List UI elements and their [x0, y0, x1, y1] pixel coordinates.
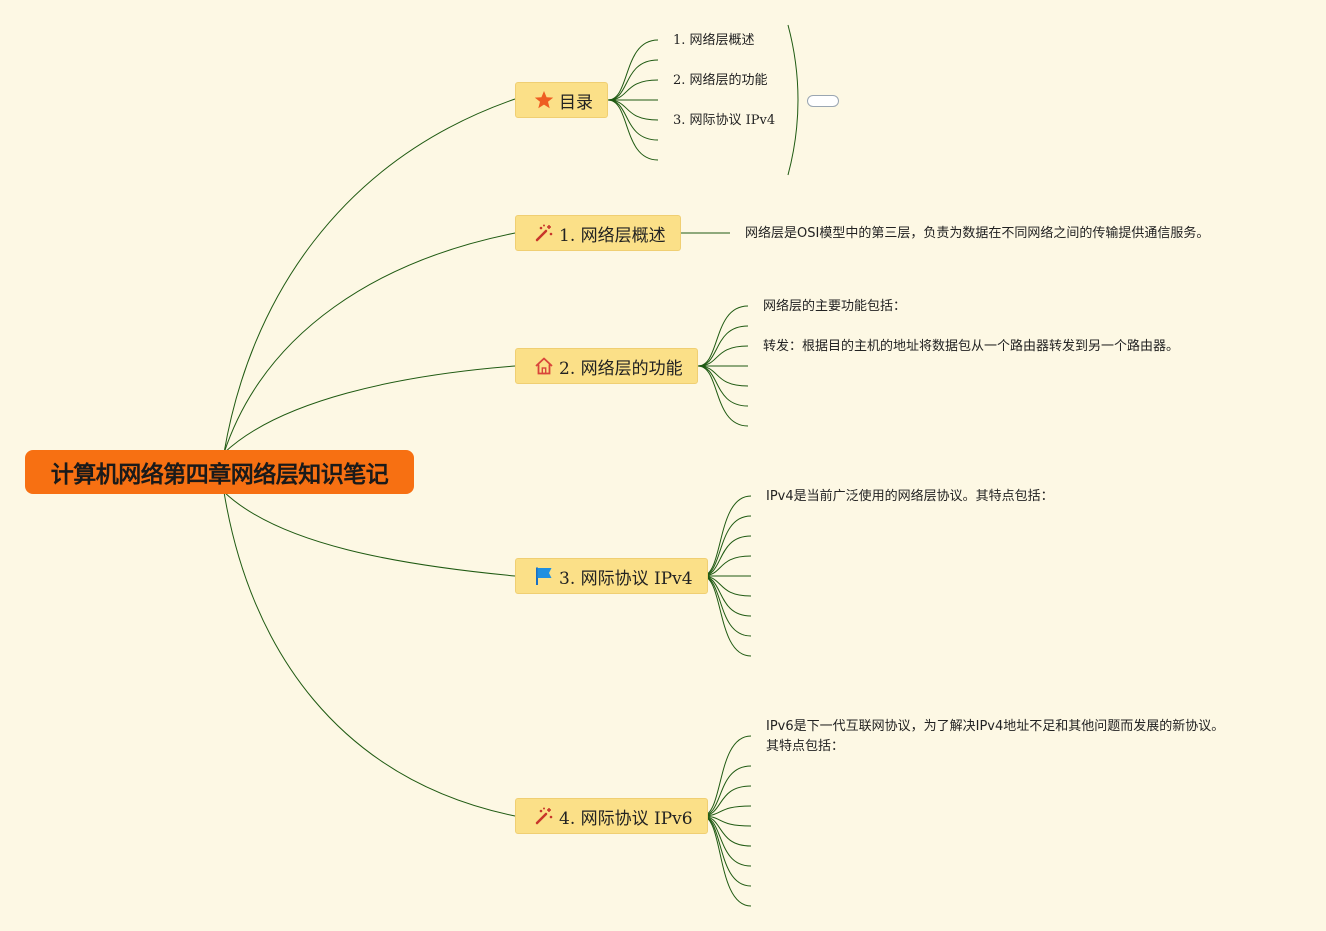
- topic-label: 3. 网际协议 IPv4: [559, 568, 693, 589]
- root-title: 计算机网络第四章网络层知识笔记: [50, 462, 389, 488]
- ipv6-intro-line1[interactable]: IPv6是下一代互联网协议，为了解决IPv4地址不足和其他问题而发展的新协议。: [766, 719, 1225, 734]
- functions-connector: [697, 365, 749, 407]
- topic-ipv6[interactable]: 4. 网际协议 IPv6: [515, 798, 708, 834]
- functions-connector: [697, 325, 749, 367]
- ipv4-connector: [701, 495, 752, 577]
- toc-connector: [607, 99, 659, 141]
- star-icon: [533, 89, 555, 111]
- ipv6-intro-line2[interactable]: 其特点包括：: [766, 739, 845, 754]
- flag-icon: [533, 565, 555, 587]
- ipv4-connector: [701, 535, 752, 577]
- topic-label: 目录: [559, 92, 593, 113]
- topic-ipv4[interactable]: 3. 网际协议 IPv4: [515, 558, 708, 594]
- ipv4-connector: [701, 515, 752, 577]
- toc-item[interactable]: 3. 网际协议 IPv4: [673, 113, 776, 128]
- ipv4-connector: [701, 575, 752, 657]
- summary-brace: [787, 24, 799, 176]
- branch-functions: [223, 365, 516, 454]
- toc-connector: [607, 59, 659, 101]
- functions-connector: [697, 365, 749, 427]
- root-topic[interactable]: 计算机网络第四章网络层知识笔记: [25, 450, 414, 494]
- topic-functions[interactable]: 2. 网络层的功能: [515, 348, 698, 384]
- topic-toc[interactable]: 目录: [515, 82, 608, 118]
- branch-toc: [223, 98, 516, 454]
- branch-ipv6: [223, 491, 516, 817]
- topic-label: 1. 网络层概述: [559, 225, 666, 246]
- functions-connector: [697, 305, 749, 367]
- sub-branches: [607, 39, 752, 907]
- ipv4-connector: [701, 575, 752, 617]
- ipv6-connector: [701, 735, 752, 817]
- toc-connector: [607, 79, 659, 101]
- topic-overview[interactable]: 1. 网络层概述: [515, 215, 681, 251]
- topic-label: 4. 网际协议 IPv6: [559, 808, 693, 829]
- ipv4-connector: [701, 575, 752, 637]
- branch-overview: [223, 232, 516, 454]
- functions-forwarding[interactable]: 转发：根据目的主机的地址将数据包从一个路由器转发到另一个路由器。: [763, 339, 1180, 354]
- overview-text[interactable]: 网络层是OSI模型中的第三层，负责为数据在不同网络之间的传输提供通信服务。: [745, 226, 1210, 241]
- ipv6-connector: [701, 815, 752, 847]
- toc-connector: [607, 39, 659, 101]
- house-icon: [533, 355, 555, 377]
- functions-connector: [697, 345, 749, 367]
- ipv4-intro[interactable]: IPv4是当前广泛使用的网络层协议。其特点包括：: [766, 489, 1054, 504]
- main-branches: [223, 98, 516, 817]
- toc-connector: [607, 99, 659, 161]
- toc-item[interactable]: 2. 网络层的功能: [673, 73, 768, 88]
- branch-ipv4: [223, 491, 516, 577]
- magic-wand-icon: [533, 222, 555, 244]
- ipv6-connector: [701, 815, 752, 907]
- summary-node[interactable]: [807, 95, 839, 107]
- ipv6-connector: [701, 765, 752, 817]
- toc-item[interactable]: 1. 网络层概述: [673, 33, 755, 48]
- magic-wand-icon: [533, 805, 555, 827]
- topic-label: 2. 网络层的功能: [559, 358, 683, 379]
- functions-intro[interactable]: 网络层的主要功能包括：: [763, 299, 907, 314]
